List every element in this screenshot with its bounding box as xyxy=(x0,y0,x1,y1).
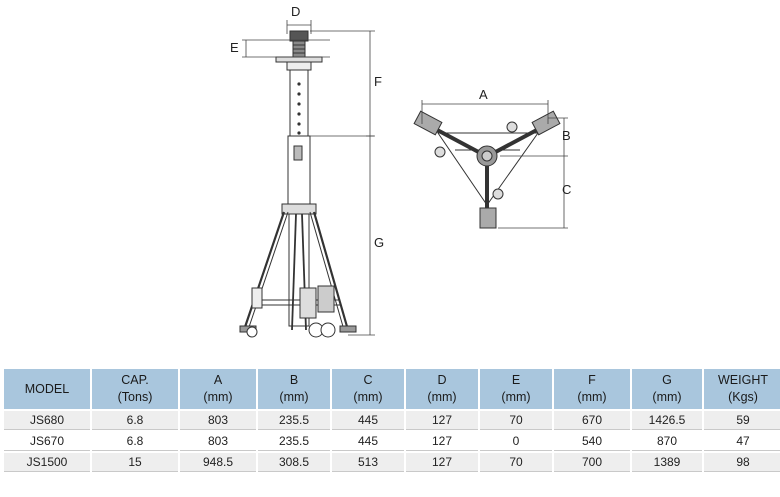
cell-capacity: 15 xyxy=(92,453,178,472)
label-A: A xyxy=(479,87,488,102)
top-right-foot xyxy=(531,110,561,136)
side-view-dimensions xyxy=(242,20,375,336)
col-header-c: C(mm) xyxy=(332,369,404,409)
top-view-dimensions xyxy=(421,100,568,229)
rear-wheel xyxy=(320,322,336,338)
cell-f: 700 xyxy=(554,453,630,472)
cell-d: 127 xyxy=(406,432,478,451)
label-E: E xyxy=(230,40,239,55)
cell-e: 0 xyxy=(480,432,552,451)
leg-collar xyxy=(281,203,317,215)
cell-g: 870 xyxy=(632,432,702,451)
col-header-capacity: CAP.(Tons) xyxy=(92,369,178,409)
cell-b: 308.5 xyxy=(258,453,330,472)
col-header-e: E(mm) xyxy=(480,369,552,409)
top-bottom-foot xyxy=(479,207,497,229)
cell-weight: 47 xyxy=(704,432,780,451)
col-header-model: MODEL xyxy=(4,369,90,409)
label-D: D xyxy=(291,4,300,19)
cell-f: 670 xyxy=(554,411,630,430)
table-row: JS670 6.8 803 235.5 445 127 0 540 870 47 xyxy=(4,432,780,451)
cell-d: 127 xyxy=(406,453,478,472)
cell-weight: 98 xyxy=(704,453,780,472)
right-foot xyxy=(339,325,357,333)
left-leg xyxy=(242,211,286,331)
cell-e: 70 xyxy=(480,411,552,430)
cell-d: 127 xyxy=(406,411,478,430)
saddle-cap xyxy=(289,30,309,42)
side-view xyxy=(239,30,357,338)
col-header-weight: WEIGHT(Kgs) xyxy=(704,369,780,409)
table-row: JS680 6.8 803 235.5 445 127 70 670 1426.… xyxy=(4,411,780,430)
technical-drawing: D E F G A B C xyxy=(230,4,571,338)
top-left-foot xyxy=(413,110,443,136)
center-leg xyxy=(291,213,297,331)
column-holes xyxy=(297,82,301,135)
col-header-b: B(mm) xyxy=(258,369,330,409)
spec-table: MODEL CAP.(Tons) A(mm) B(mm) C(mm) D(mm)… xyxy=(2,367,780,474)
cell-model: JS1500 xyxy=(4,453,90,472)
col-header-g: G(mm) xyxy=(632,369,702,409)
col-header-d: D(mm) xyxy=(406,369,478,409)
cell-model: JS680 xyxy=(4,411,90,430)
cell-c: 513 xyxy=(332,453,404,472)
col-header-a: A(mm) xyxy=(180,369,256,409)
cell-e: 70 xyxy=(480,453,552,472)
cell-b: 235.5 xyxy=(258,432,330,451)
left-wheel xyxy=(246,326,258,338)
right-leg xyxy=(312,211,350,331)
saddle-plate xyxy=(275,56,323,63)
label-B: B xyxy=(562,128,571,143)
cell-a: 948.5 xyxy=(180,453,256,472)
cell-model: JS670 xyxy=(4,432,90,451)
table-row: JS1500 15 948.5 308.5 513 127 70 700 138… xyxy=(4,453,780,472)
cell-capacity: 6.8 xyxy=(92,411,178,430)
label-C: C xyxy=(562,182,571,197)
cell-a: 803 xyxy=(180,411,256,430)
cell-c: 445 xyxy=(332,432,404,451)
cell-g: 1426.5 xyxy=(632,411,702,430)
cell-capacity: 6.8 xyxy=(92,432,178,451)
col-header-f: F(mm) xyxy=(554,369,630,409)
lock-pin xyxy=(293,145,303,161)
label-F: F xyxy=(374,74,382,89)
cell-g: 1389 xyxy=(632,453,702,472)
header-row: MODEL CAP.(Tons) A(mm) B(mm) C(mm) D(mm)… xyxy=(4,369,780,409)
cell-c: 445 xyxy=(332,411,404,430)
wheel-bracket xyxy=(299,287,317,319)
cell-weight: 59 xyxy=(704,411,780,430)
label-G: G xyxy=(374,235,384,250)
top-view xyxy=(413,110,561,229)
cell-a: 803 xyxy=(180,432,256,451)
cell-f: 540 xyxy=(554,432,630,451)
cell-b: 235.5 xyxy=(258,411,330,430)
